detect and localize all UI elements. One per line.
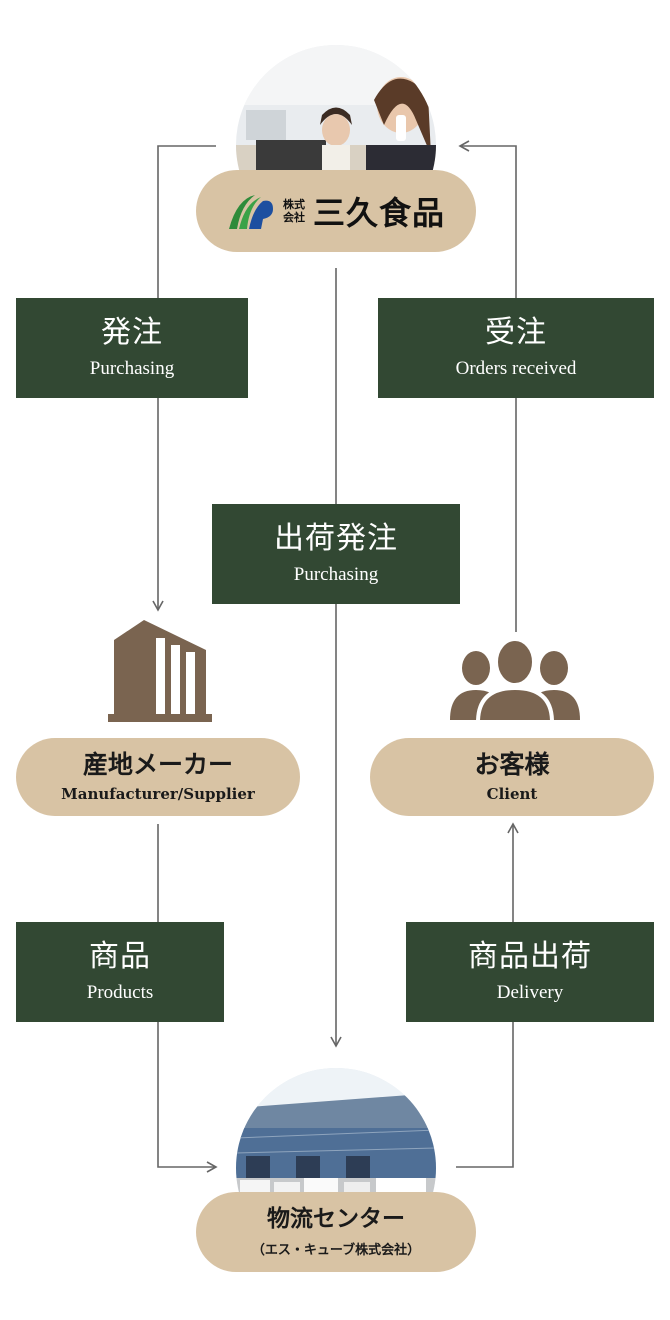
factory-icon (108, 620, 212, 722)
node-logistics-sub: （エス・キューブ株式会社） (251, 1242, 421, 1258)
label-orders-received: 受注 Orders received (378, 298, 654, 398)
node-client: お客様 Client (370, 738, 654, 816)
label-orders-received-jp: 受注 (485, 314, 547, 350)
label-products-en: Products (86, 982, 154, 1004)
node-client-jp: お客様 (474, 749, 550, 779)
node-logistics-jp: 物流センター (267, 1205, 405, 1233)
company-name: 三久食品 (312, 194, 445, 232)
company-logo-prefix: 株式 会社 (282, 197, 305, 224)
people-icon (450, 638, 580, 720)
node-client-en: Client (486, 785, 538, 804)
node-manufacturer-en: Manufacturer/Supplier (61, 785, 255, 804)
label-delivery-jp: 商品出荷 (468, 938, 592, 974)
label-purchasing: 発注 Purchasing (16, 298, 248, 398)
arrow-client-to-company (458, 140, 517, 632)
label-delivery: 商品出荷 Delivery (406, 922, 654, 1022)
node-manufacturer-jp: 産地メーカー (82, 749, 233, 779)
label-orders-received-en: Orders received (455, 358, 577, 380)
label-purchasing-jp: 発注 (101, 314, 163, 350)
company-logo-pill: 株式 会社 三久食品 (196, 170, 476, 252)
company-logo-icon (228, 195, 273, 229)
label-shipping-order-jp: 出荷発注 (274, 520, 398, 556)
node-manufacturer: 産地メーカー Manufacturer/Supplier (16, 738, 300, 816)
arrow-company-to-manufacturer (152, 145, 216, 612)
label-delivery-en: Delivery (496, 982, 564, 1004)
label-shipping-order: 出荷発注 Purchasing (212, 504, 460, 604)
node-logistics: 物流センター （エス・キューブ株式会社） (196, 1192, 476, 1272)
label-products-jp: 商品 (89, 938, 151, 974)
label-purchasing-en: Purchasing (89, 358, 175, 380)
label-shipping-order-en: Purchasing (293, 564, 379, 586)
label-products: 商品 Products (16, 922, 224, 1022)
